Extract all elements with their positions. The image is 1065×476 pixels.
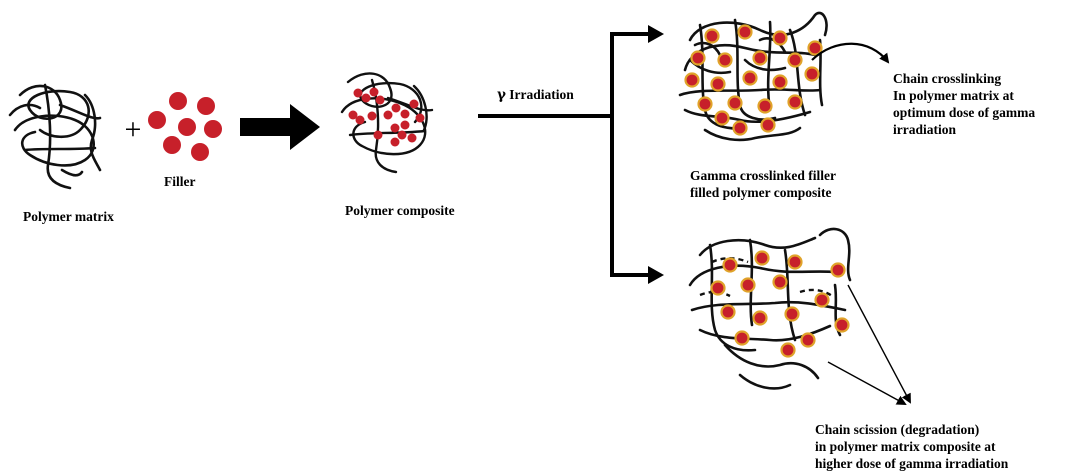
note-line: higher dose of gamma irradiation (815, 456, 1009, 471)
gamma-irradiation-label: γ Irradiation (497, 86, 574, 104)
polymer-composite-illustration (340, 72, 434, 174)
caption-line: filled polymer composite (690, 185, 832, 200)
filler-particles (148, 92, 222, 161)
polymer-matrix-label: Polymer matrix (23, 209, 114, 224)
note-line: in polymer matrix composite at (815, 439, 996, 454)
arrow-head-bottom (648, 266, 664, 284)
degraded-composite-illustration (688, 227, 852, 390)
irradiation-text: Irradiation (509, 87, 574, 102)
scission-pointer-lines (827, 284, 911, 405)
plus-sign: + (125, 113, 142, 146)
caption-line: Gamma crosslinked filler (690, 168, 836, 183)
polymer-composite-label: Polymer composite (345, 203, 455, 218)
note-line: Chain scission (degradation) (815, 422, 980, 437)
crosslinked-fillers (684, 24, 823, 136)
crosslinked-composite-caption: Gamma crosslinked filler filled polymer … (690, 167, 836, 201)
scission-note: Chain scission (degradation) in polymer … (815, 421, 1008, 472)
crosslinked-composite-illustration (678, 11, 828, 142)
gamma-symbol: γ (497, 87, 506, 103)
degraded-fillers (710, 250, 850, 358)
arrow-head-top (648, 25, 664, 43)
note-line: In polymer matrix at (893, 88, 1014, 103)
note-line: irradiation (893, 122, 956, 137)
irradiation-branch-lines (478, 32, 650, 277)
crosslinking-pointer-arrow (811, 42, 890, 64)
note-line: Chain crosslinking (893, 71, 1002, 86)
filler-label: Filler (164, 174, 196, 189)
polymer-matrix-illustration (8, 83, 102, 190)
big-process-arrow (240, 104, 320, 150)
crosslinking-note: Chain crosslinking In polymer matrix at … (893, 70, 1035, 138)
note-line: optimum dose of gamma (893, 105, 1036, 120)
